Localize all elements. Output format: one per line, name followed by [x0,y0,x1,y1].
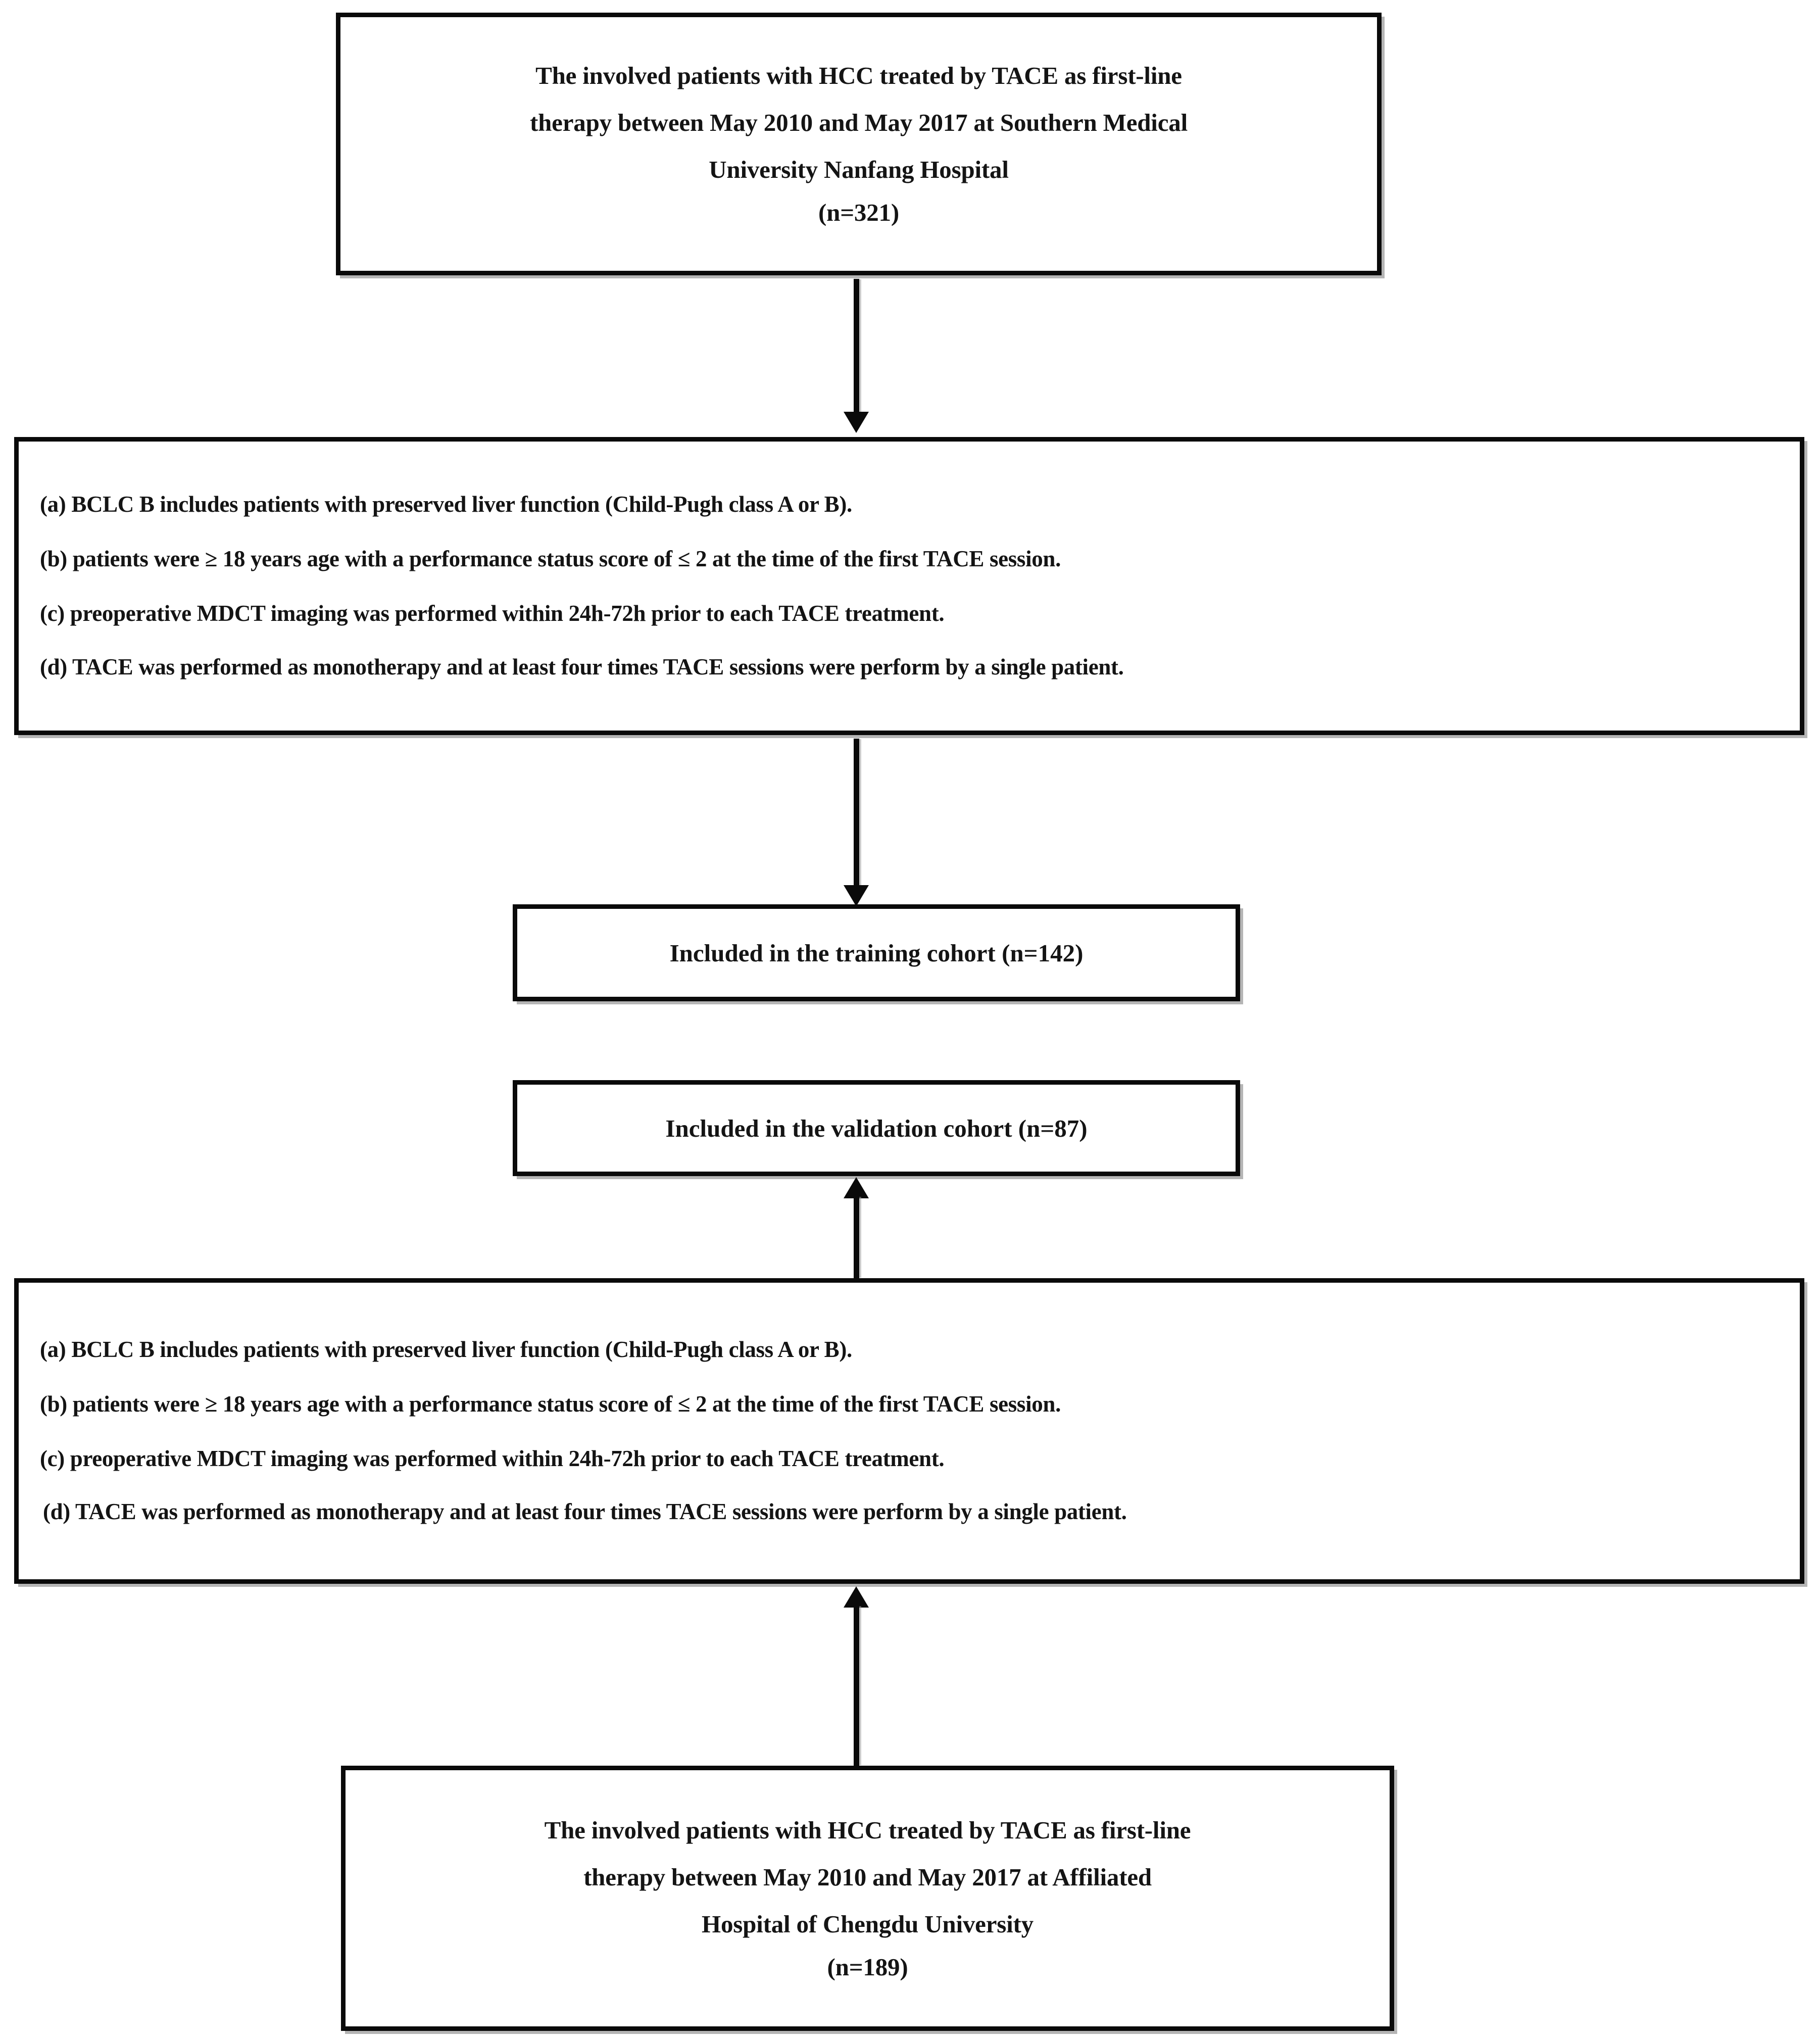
source-cohort-validation-text: The involved patients with HCC treated b… [346,1770,1390,2026]
source-training-line-2: therapy between May 2010 and May 2017 at… [530,109,1188,136]
criteria-item-a: (a) BCLC B includes patients with preser… [40,492,852,517]
validation-cohort-text: Included in the validation cohort (n=87) [517,1085,1236,1172]
arrow-shaft [854,279,859,413]
arrow-source-validation-to-criteria-bottom [844,1586,869,1766]
spacer [40,571,1779,602]
criteria-item-b: (b) patients were ≥ 18 years age with a … [40,1391,1061,1417]
source-training-count: (n=321) [818,199,899,226]
criteria-item-d: (d) TACE was performed as monotherapy an… [40,654,1124,679]
source-cohort-training-text: The involved patients with HCC treated b… [340,17,1377,271]
arrow-head-up-icon [844,1586,869,1608]
criteria-item-c: (c) preoperative MDCT imaging was perfor… [40,601,945,626]
validation-cohort-box: Included in the validation cohort (n=87) [513,1080,1240,1176]
source-training-line-3: University Nanfang Hospital [709,156,1009,183]
arrow-shaft [854,1196,859,1278]
training-cohort-box: Included in the training cohort (n=142) [513,904,1240,1001]
source-validation-line-3: Hospital of Chengdu University [702,1910,1034,1938]
arrow-criteria-bottom-to-validation-cohort [844,1177,869,1278]
spacer [40,1416,1779,1447]
spacer [40,1470,1779,1500]
arrow-criteria-to-training-cohort [844,739,869,906]
criteria-item-b: (b) patients were ≥ 18 years age with a … [40,546,1061,572]
training-cohort-text: Included in the training cohort (n=142) [517,909,1236,997]
validation-cohort-label: Included in the validation cohort (n=87) [665,1114,1088,1142]
arrow-head-up-icon [844,1177,869,1198]
criteria-item-d: (d) TACE was performed as monotherapy an… [43,1499,1127,1525]
source-validation-line-2: therapy between May 2010 and May 2017 at… [583,1863,1152,1891]
arrow-shaft [854,739,859,886]
arrow-head-down-icon [844,412,869,433]
arrow-head-down-icon [844,885,869,906]
spacer [40,625,1779,656]
source-cohort-validation-box: The involved patients with HCC treated b… [341,1766,1394,2031]
arrow-source-training-to-criteria [844,279,869,433]
source-cohort-training-box: The involved patients with HCC treated b… [336,13,1382,275]
spacer [40,1362,1779,1393]
criteria-item-c: (c) preoperative MDCT imaging was perfor… [40,1445,945,1471]
inclusion-criteria-validation-box: (a) BCLC B includes patients with preser… [14,1278,1804,1584]
inclusion-criteria-training-list: (a) BCLC B includes patients with preser… [19,442,1800,731]
criteria-item-a: (a) BCLC B includes patients with preser… [40,1336,852,1362]
source-validation-count: (n=189) [827,1953,908,1981]
training-cohort-label: Included in the training cohort (n=142) [669,939,1084,967]
inclusion-criteria-validation-list: (a) BCLC B includes patients with preser… [19,1283,1800,1579]
inclusion-criteria-training-box: (a) BCLC B includes patients with preser… [14,437,1804,735]
source-validation-line-1: The involved patients with HCC treated b… [544,1816,1191,1844]
spacer [40,516,1779,548]
arrow-shaft [854,1606,859,1766]
source-training-line-1: The involved patients with HCC treated b… [535,62,1182,89]
